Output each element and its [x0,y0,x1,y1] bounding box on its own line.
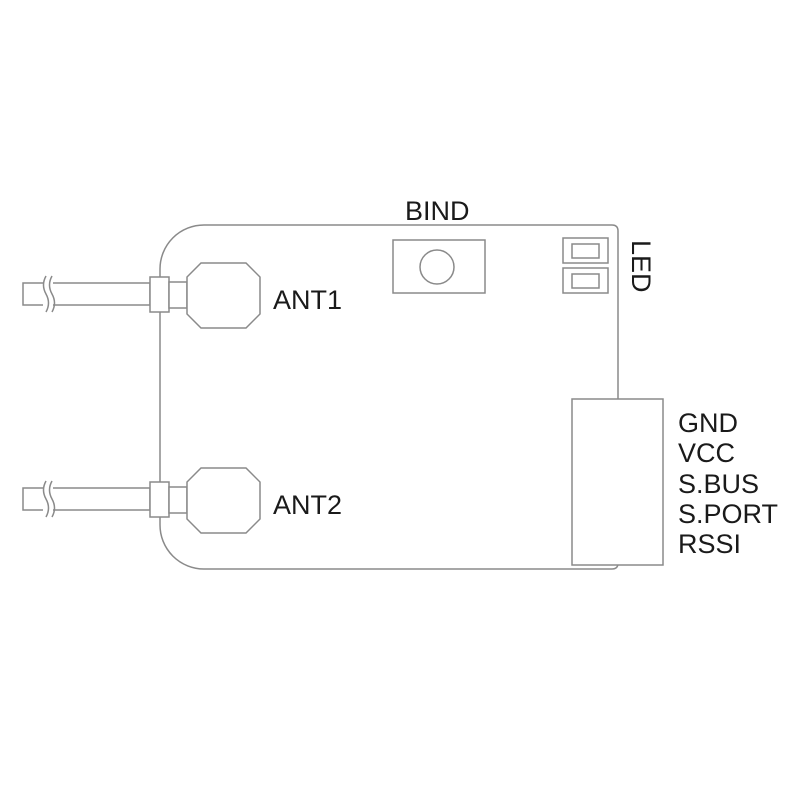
ant1-label: ANT1 [273,285,342,315]
antenna-1-connector-octagon [186,262,261,329]
pin-connector-block [571,398,664,566]
pin-label-gnd: GND [678,408,738,438]
antenna-2-cable [22,487,151,511]
ant2-label: ANT2 [273,490,342,520]
antenna-1-break-icon [42,275,50,313]
antenna-1-cable-break-gap [43,280,53,308]
antenna-2-ferrule [149,481,170,518]
antenna-2-connector-octagon [186,467,261,534]
antenna-1-ferrule [149,276,170,313]
antenna-2-break-icon [42,480,50,518]
receiver-body-outline [159,224,619,570]
antenna-1-neck [168,281,188,309]
antenna-2-cable-break-gap [43,485,53,513]
antenna-1-cable [22,282,151,306]
antenna-1-assembly [22,262,261,329]
led-1-inner [571,243,600,259]
bind-button-cap-circle [419,249,455,285]
pin-label-sbus: S.BUS [678,469,759,499]
antenna-2-break-icon [48,480,56,518]
pin-label-vcc: VCC [678,438,735,468]
antenna-1-break-icon [48,275,56,313]
led-2-outer [562,267,609,294]
led-1-outer [562,237,609,264]
led-label: LED [626,240,656,293]
antenna-2-neck [168,486,188,514]
antenna-2-assembly [22,467,261,534]
bind-button [392,239,486,294]
pin-label-rssi: RSSI [678,529,741,559]
pin-label-sport: S.PORT [678,499,778,529]
bind-label: BIND [405,196,470,226]
led-2-inner [571,273,600,289]
